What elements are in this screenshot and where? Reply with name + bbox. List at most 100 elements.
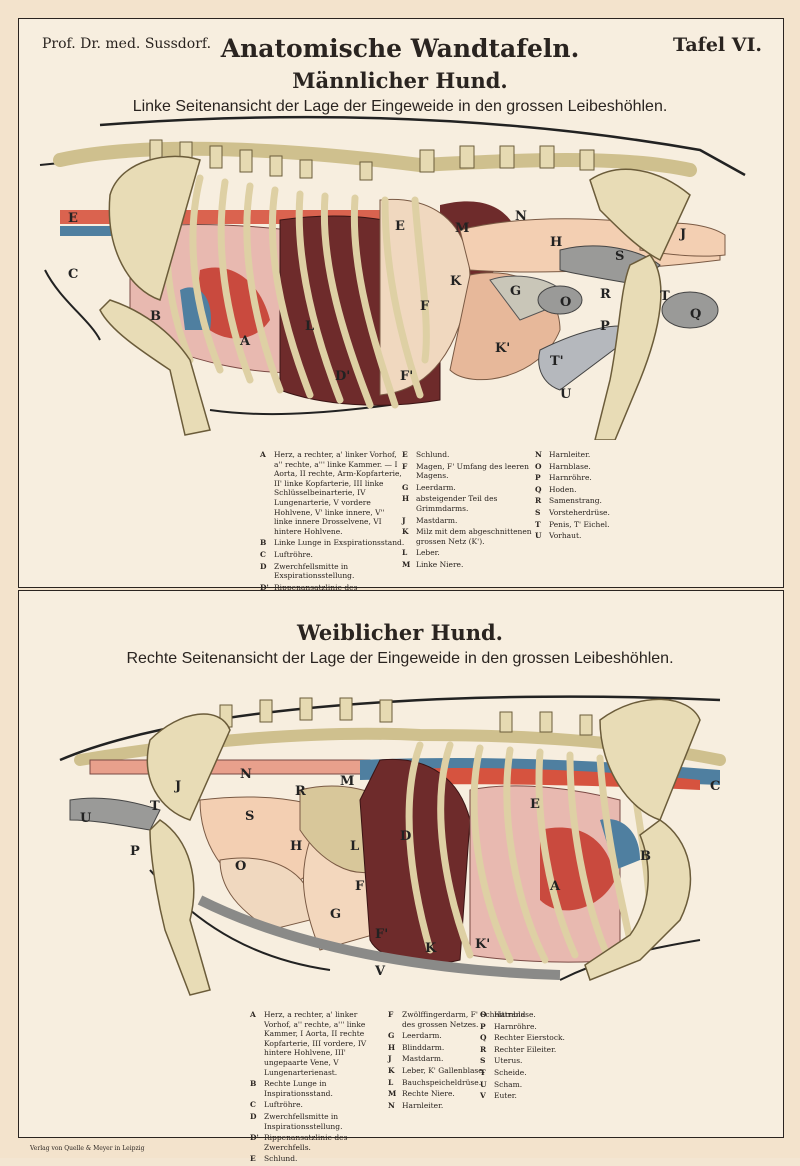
svg-text:S: S	[615, 249, 624, 264]
svg-text:R: R	[600, 287, 611, 302]
svg-text:K: K	[450, 274, 462, 289]
female-subtitle: Weiblicher Hund.	[296, 620, 503, 645]
svg-text:F: F	[355, 879, 365, 894]
svg-text:R: R	[295, 784, 306, 799]
svg-text:P: P	[130, 844, 140, 859]
svg-text:Q: Q	[690, 307, 701, 322]
svg-text:E: E	[530, 797, 540, 812]
male-description: Linke Seitenansicht der Lage der Eingewe…	[132, 98, 668, 115]
publisher-imprint: Verlag von Quelle & Meyer in Leipzig	[30, 1145, 145, 1152]
svg-text:B: B	[150, 309, 161, 324]
svg-text:O: O	[235, 859, 246, 874]
svg-text:U: U	[80, 811, 92, 826]
svg-text:P: P	[600, 319, 610, 334]
svg-text:C: C	[68, 267, 78, 282]
svg-text:A: A	[239, 334, 251, 349]
svg-text:K': K'	[495, 341, 510, 356]
svg-text:F': F'	[400, 369, 413, 384]
svg-text:T': T'	[550, 354, 564, 369]
male-dog-illustration: ECB ALD' F'FK MNH GOR PTQ JSK' T'UE	[39, 115, 746, 440]
svg-text:O: O	[560, 295, 571, 310]
svg-text:H: H	[290, 839, 302, 854]
svg-text:L: L	[305, 319, 314, 334]
svg-text:B: B	[640, 849, 651, 864]
svg-text:J: J	[679, 227, 686, 242]
svg-text:D: D	[400, 829, 411, 844]
svg-text:D': D'	[335, 369, 350, 384]
svg-text:C: C	[710, 779, 720, 794]
svg-text:N: N	[515, 209, 527, 224]
svg-text:M: M	[455, 221, 469, 236]
male-subtitle: Männlicher Hund.	[292, 68, 508, 93]
author-credit: Prof. Dr. med. Sussdorf.	[42, 36, 212, 52]
svg-text:H: H	[550, 235, 562, 250]
svg-text:J: J	[174, 779, 181, 794]
svg-text:G: G	[510, 284, 521, 299]
svg-text:L: L	[350, 839, 359, 854]
svg-text:S: S	[245, 809, 254, 824]
legend-item: D'Rippenansatzlinie des Zwerchfells.	[250, 1133, 348, 1152]
svg-text:T: T	[150, 799, 160, 814]
svg-text:F': F'	[375, 927, 388, 942]
svg-text:G: G	[330, 907, 341, 922]
svg-text:N: N	[240, 767, 252, 782]
svg-text:M: M	[340, 774, 354, 789]
svg-text:T: T	[660, 289, 670, 304]
svg-text:F: F	[420, 299, 430, 314]
svg-text:K: K	[425, 941, 437, 956]
svg-text:A: A	[549, 879, 561, 894]
page-title: Anatomische Wandtafeln.	[220, 34, 580, 63]
svg-text:E: E	[68, 211, 78, 226]
svg-text:K': K'	[475, 937, 490, 952]
female-description: Rechte Seitenansicht der Lage der Eingew…	[126, 650, 674, 667]
svg-text:E: E	[395, 219, 405, 234]
plate-number: Tafel VI.	[673, 34, 762, 56]
